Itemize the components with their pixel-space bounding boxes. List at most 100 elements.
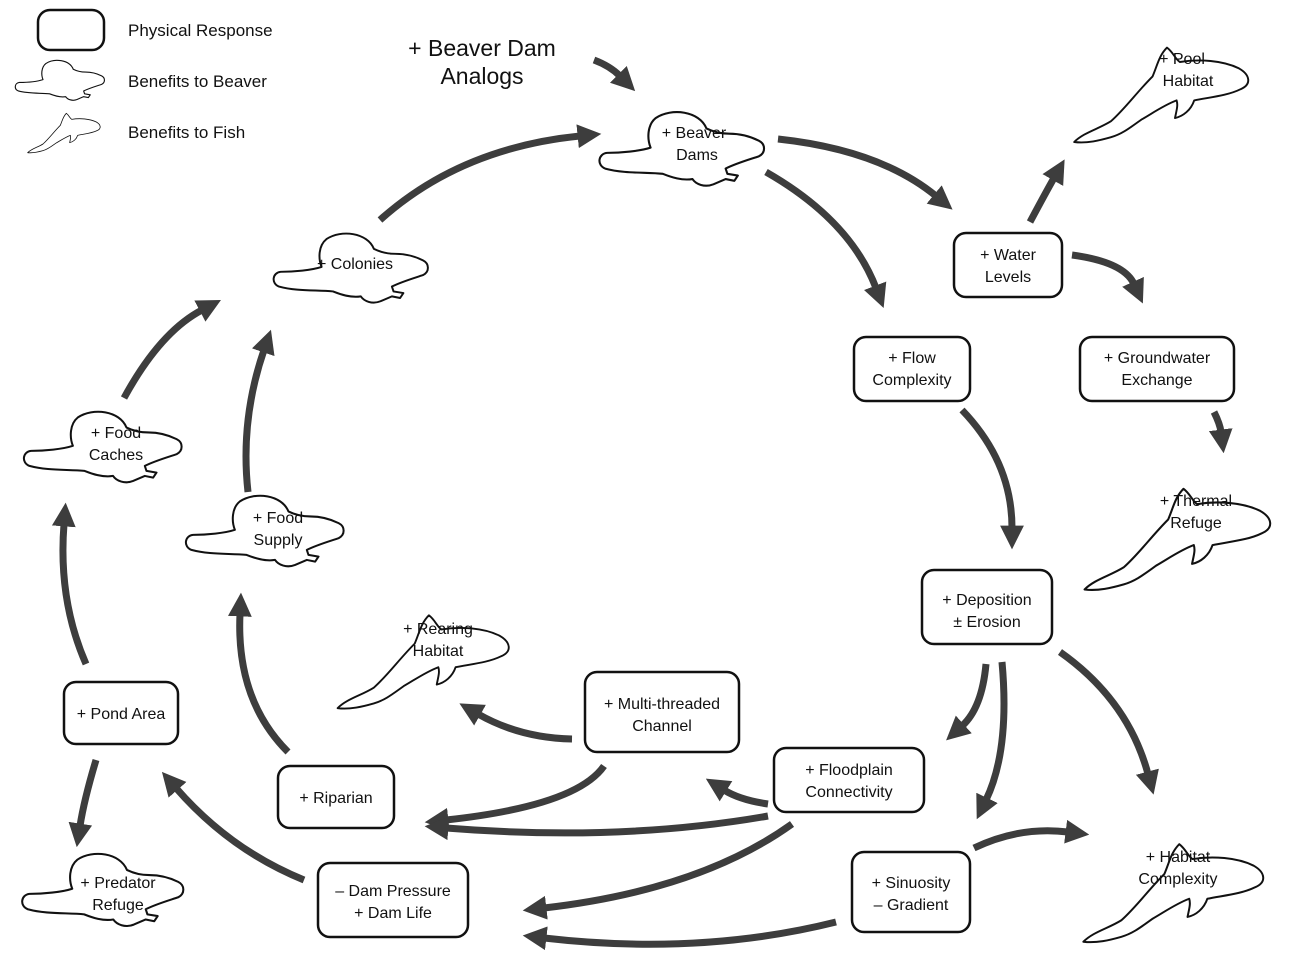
arrow-bda-to-dams [592,56,636,92]
node-deposition-erosion-line-1: + Deposition [942,592,1031,609]
node-sinuosity-gradient-line-1: + Sinuosity [872,875,951,892]
node-habitat-complexity-line-2: Complexity [1138,871,1217,888]
node-multi-threaded-channel-line-1: + Multi-threaded [604,696,720,713]
node-rearing-habitat: + Rearing Habitat [336,614,510,710]
arrow-colonies-to-dams [377,124,602,223]
node-sinuosity-gradient-line-2: – Gradient [874,897,949,914]
node-pool-habitat-line-1: + Pool [1159,51,1205,68]
arrow-channel-to-riparian [424,763,607,832]
legend-physical-response: Physical Response [128,21,273,40]
arrow-food-caches-to-colonies [120,300,221,400]
node-rearing-habitat-line-1: + Rearing [403,621,473,638]
node-colonies-line-1: + Colonies [317,256,393,273]
arrow-dams-to-water-levels [777,135,953,210]
node-predator-refuge: + Predator Refuge [21,852,185,928]
node-water-levels-box [952,231,1064,299]
node-rearing-habitat-line-2: Habitat [413,643,464,660]
node-water-levels-line-1: + Water [980,247,1037,264]
node-dam-pressure-life-line-2: + Dam Life [354,905,432,922]
node-multi-threaded-channel: + Multi-threaded Channel [583,670,741,754]
node-sinuosity-gradient: + Sinuosity – Gradient [850,850,972,934]
node-riparian-line-1: + Riparian [299,790,372,807]
node-food-supply: + Food Supply [184,494,345,568]
node-deposition-erosion: + Deposition ± Erosion [920,568,1054,646]
node-beaver-dams: + Beaver Dams [598,110,766,187]
bda-title-line-2: Analogs [440,63,523,89]
node-pool-habitat: + Pool Habitat [1073,46,1250,144]
node-floodplain-connectivity-line-2: Connectivity [805,784,892,801]
arrow-floodplain-to-riparian [424,812,769,841]
node-deposition-erosion-box [920,568,1054,646]
bda-title-line-1: + Beaver Dam [408,35,556,61]
node-pool-habitat-line-2: Habitat [1163,73,1214,90]
arrow-pond-to-predator [68,758,100,848]
node-floodplain-connectivity-line-1: + Floodplain [805,762,893,779]
node-water-levels-line-2: Levels [985,269,1031,286]
node-thermal-refuge-line-1: + Thermal [1160,493,1232,510]
node-floodplain-connectivity-box [772,746,926,814]
node-multi-threaded-channel-box [583,670,741,754]
node-groundwater-exchange-box [1078,335,1236,403]
node-thermal-refuge: + Thermal Refuge [1083,487,1272,592]
node-groundwater-exchange-line-2: Exchange [1121,372,1192,389]
food-supply-beaver-icon [184,494,345,568]
arrow-deposition-to-habitat-complexity [1057,649,1159,795]
arrow-water-to-groundwater [1071,251,1144,304]
node-flow-complexity-box [852,335,972,403]
node-groundwater-exchange: + Groundwater Exchange [1078,335,1236,403]
node-thermal-refuge-line-2: Refuge [1170,515,1222,532]
arrow-floodplain-to-channel-side [705,778,769,808]
arrows [51,56,1233,951]
arrow-channel-to-rearing [459,703,573,743]
node-dam-pressure-life: – Dam Pressure + Dam Life [316,861,470,939]
arrow-dams-to-flow-complexity [764,168,887,309]
arrow-deposition-to-sinuosity [976,661,1008,820]
arrow-sinuosity-to-habitat-complexity [972,819,1090,852]
node-food-caches-line-2: Caches [89,447,143,464]
arrow-flow-to-deposition [959,407,1024,550]
node-floodplain-connectivity: + Floodplain Connectivity [772,746,926,814]
arrow-floodplain-to-dam-pressure [522,821,795,920]
node-pond-area-line-1: + Pond Area [77,706,166,723]
node-deposition-erosion-line-2: ± Erosion [953,614,1020,631]
arrow-dam-pressure-to-pond [161,771,306,884]
node-predator-refuge-line-2: Refuge [92,897,144,914]
arrow-food-supply-to-colonies [242,329,275,493]
node-food-caches: + Food Caches [22,410,183,484]
node-flow-complexity-line-2: Complexity [872,372,951,389]
node-groundwater-exchange-line-1: + Groundwater [1104,350,1211,367]
node-predator-refuge-line-1: + Predator [80,875,156,892]
legend-benefits-beaver: Benefits to Beaver [128,72,267,91]
node-food-supply-line-1: + Food [253,510,303,527]
arrow-groundwater-to-thermal [1208,410,1233,454]
arrow-sinuosity-to-dam-pressure [522,918,837,951]
node-flow-complexity: + Flow Complexity [852,335,972,403]
node-riparian: + Riparian [276,764,396,830]
node-sinuosity-gradient-box [850,850,972,934]
node-riparian-box [276,764,396,830]
legend-fish-icon [27,112,101,154]
node-habitat-complexity: + Habitat Complexity [1082,843,1265,944]
node-beaver-dams-line-1: + Beaver [662,125,727,142]
legend-benefits-fish: Benefits to Fish [128,123,245,142]
node-habitat-complexity-line-1: + Habitat [1146,849,1211,866]
node-multi-threaded-channel-line-2: Channel [632,718,692,735]
node-dam-pressure-life-box [316,861,470,939]
legend-beaver-icon [14,59,106,101]
arrow-pond-to-food-caches [51,502,90,666]
arrow-riparian-to-food-supply [228,592,291,755]
bda-title: + Beaver Dam Analogs [408,35,556,89]
node-dam-pressure-life-line-1: – Dam Pressure [335,883,451,900]
arrow-water-to-pool [1026,159,1065,224]
legend: Physical Response Benefits to Beaver Ben… [14,8,273,154]
node-food-supply-line-2: Supply [254,532,303,549]
node-water-levels: + Water Levels [952,231,1064,299]
node-colonies: + Colonies [272,232,430,304]
node-food-caches-line-1: + Food [91,425,141,442]
node-beaver-dams-line-2: Dams [676,147,718,164]
node-pond-area-box [62,680,180,746]
arrow-deposition-to-floodplain [946,663,990,741]
legend-box-icon [36,8,106,52]
node-pond-area: + Pond Area [62,680,180,746]
